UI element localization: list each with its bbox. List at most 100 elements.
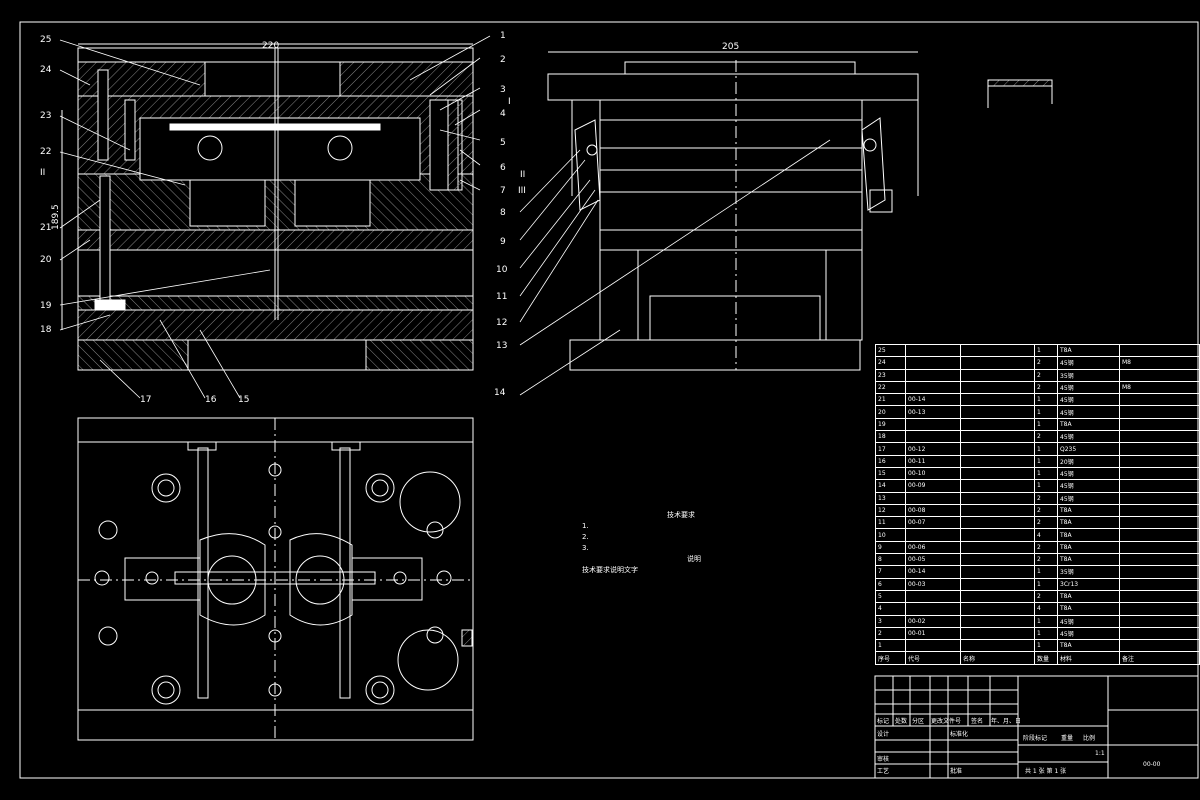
technical-requirements: 技术要求 1. 2. 3. 说明 技术要求说明文字 [582, 510, 701, 576]
bom-cell: 45钢 [1057, 393, 1120, 407]
svg-text:16: 16 [205, 395, 217, 405]
bom-cell [960, 343, 1035, 358]
svg-text:12: 12 [496, 318, 507, 328]
svg-text:18: 18 [40, 325, 52, 335]
bom-cell [960, 479, 1035, 493]
notes-title: 技术要求 [667, 511, 695, 519]
bom-cell [1119, 528, 1200, 542]
bom-cell: 2 [1034, 553, 1058, 567]
bom-cell: 11 [875, 516, 906, 530]
bom-cell: 45钢 [1057, 356, 1120, 370]
bom-cell [1119, 405, 1200, 419]
bom-cell: 2 [875, 626, 906, 641]
bom-cell: 00-07 [905, 516, 961, 530]
bom-cell [905, 380, 961, 395]
bom-cell: 22 [875, 380, 906, 395]
bom-cell [960, 528, 1035, 542]
bom-cell [960, 626, 1035, 641]
bom-cell [1119, 393, 1200, 407]
bom-cell: 1 [1034, 405, 1058, 419]
bom-cell: 10 [875, 528, 906, 542]
bom-cell [1119, 516, 1200, 530]
dim-left-height: 189.5 [51, 204, 61, 230]
svg-text:22: 22 [40, 147, 51, 157]
part-labels-left: 25 24 23 22 II 21 20 19 18 17 16 15 1 [40, 31, 506, 405]
bom-cell [905, 343, 961, 358]
bom-cell [960, 380, 1035, 395]
bom-cell [960, 405, 1035, 419]
bom-cell [905, 491, 961, 505]
tb-scale: 1:1 [1095, 750, 1105, 757]
bom-cell: 00-11 [905, 454, 961, 468]
bom-cell: 45钢 [1057, 466, 1120, 481]
bom-cell: 00-08 [905, 503, 961, 518]
bom-cell: 1 [1034, 614, 1058, 628]
bom-cell [1119, 553, 1200, 567]
section-view-left [77, 43, 474, 371]
bom-cell: 14 [875, 479, 906, 493]
bom-cell: 2 [1034, 380, 1058, 395]
bom-cell: 7 [875, 565, 906, 579]
svg-text:2: 2 [500, 55, 506, 65]
bom-cell [1119, 602, 1200, 616]
bom-cell: 4 [1034, 602, 1058, 616]
bom-cell [960, 565, 1035, 579]
bom-cell: 1 [1034, 442, 1058, 456]
bom-cell: 20 [875, 405, 906, 419]
bom-cell: 代号 [905, 651, 961, 665]
bom-cell: 备注 [1119, 651, 1200, 665]
bom-cell: 00-09 [905, 479, 961, 493]
svg-text:11: 11 [496, 292, 507, 302]
bom-cell: T8A [1057, 503, 1120, 518]
bom-cell [905, 417, 961, 432]
svg-text:14: 14 [494, 388, 506, 398]
bom-cell: 15 [875, 466, 906, 481]
bom-cell: T8A [1057, 540, 1120, 555]
bom-cell: 2 [1034, 356, 1058, 370]
bom-cell [960, 540, 1035, 555]
tb-drawing-no: 00-00 [1143, 761, 1161, 768]
bom-cell: 00-03 [905, 577, 961, 591]
bom-cell [905, 589, 961, 604]
bom-cell: 00-02 [905, 614, 961, 628]
note-item-1: 1. [582, 522, 589, 530]
bom-cell: 45钢 [1057, 380, 1120, 395]
bom-cell: 2 [1034, 503, 1058, 518]
svg-text:19: 19 [40, 301, 52, 311]
tb-date: 年、月、日 [991, 718, 1022, 725]
bom-cell: 00-14 [905, 565, 961, 579]
tb-design: 设计 [877, 731, 890, 738]
bom-cell: 45钢 [1057, 626, 1120, 641]
bom-cell [1119, 454, 1200, 468]
tb-process: 工艺 [877, 768, 890, 775]
bom-cell: 25 [875, 343, 906, 358]
tb-zone: 分区 [912, 718, 925, 725]
bom-cell: 45钢 [1057, 430, 1120, 444]
bom-cell: T8A [1057, 417, 1120, 432]
bom-cell: T8A [1057, 343, 1120, 358]
svg-text:17: 17 [140, 395, 151, 405]
bom-cell: 12 [875, 503, 906, 518]
bom-cell: 45钢 [1057, 614, 1120, 628]
bom-cell [1119, 466, 1200, 481]
bom-cell: 21 [875, 393, 906, 407]
side-view-right [547, 51, 919, 371]
bom-cell [1119, 577, 1200, 591]
svg-text:4: 4 [500, 109, 506, 119]
bom-cell [960, 491, 1035, 505]
bom-cell: 3Cr13 [1057, 577, 1120, 591]
